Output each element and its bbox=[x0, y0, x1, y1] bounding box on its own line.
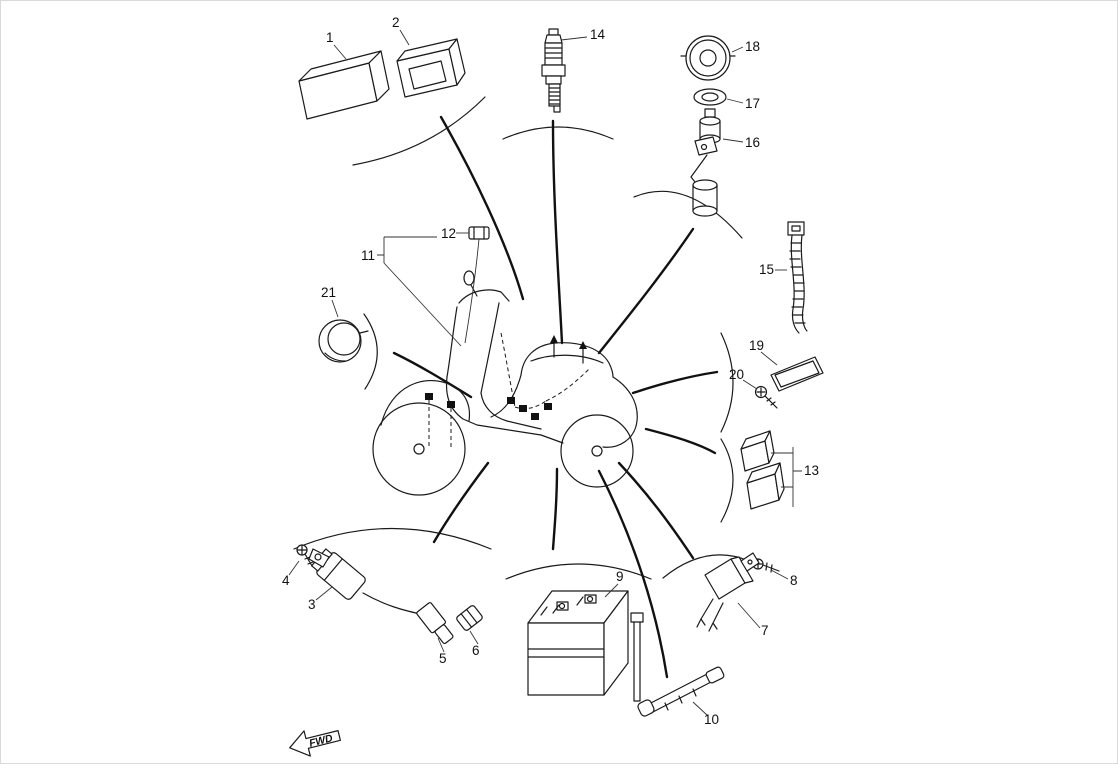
part-17-gasket bbox=[693, 88, 744, 106]
fwd-label: FWD bbox=[308, 732, 335, 750]
zone-divider-arcs bbox=[293, 96, 750, 580]
part-18-fuel-cap bbox=[680, 35, 744, 81]
part-13-relay-assembly bbox=[740, 430, 802, 510]
part-callout-21: 21 bbox=[321, 285, 336, 300]
part-callout-19: 19 bbox=[749, 338, 764, 353]
part-callout-14: 14 bbox=[590, 27, 606, 42]
part-callout-18: 18 bbox=[745, 39, 760, 54]
part-2-unit-cover bbox=[396, 29, 466, 98]
part-14-spark-plug bbox=[541, 28, 588, 113]
part-16-fuel-sender bbox=[690, 108, 744, 217]
part-19-plate bbox=[760, 351, 824, 392]
part-7-flasher-relay bbox=[696, 552, 761, 632]
part-callout-4: 4 bbox=[282, 573, 290, 588]
wire-harness-routing bbox=[425, 332, 590, 449]
part-5-spark-plug-cap bbox=[416, 602, 454, 653]
part-callout-5: 5 bbox=[439, 651, 447, 666]
part-callout-3: 3 bbox=[308, 597, 316, 612]
part-callout-10: 10 bbox=[704, 712, 719, 727]
leader-curves bbox=[392, 115, 719, 679]
part-callout-12: 12 bbox=[441, 226, 456, 241]
part-12-fuse bbox=[456, 226, 490, 240]
part-21-horn bbox=[318, 299, 369, 363]
part-callout-7: 7 bbox=[761, 623, 769, 638]
part-11-wire-harness-callout bbox=[377, 236, 480, 347]
part-callout-13: 13 bbox=[804, 463, 819, 478]
part-10-band bbox=[637, 666, 725, 717]
part-15-band bbox=[775, 221, 808, 334]
scooter-illustration bbox=[372, 270, 638, 496]
part-4-bolt bbox=[288, 544, 314, 576]
fwd-arrow: FWD bbox=[289, 730, 342, 757]
part-callout-9: 9 bbox=[616, 569, 624, 584]
part-1-cdi-unit bbox=[298, 44, 390, 120]
part-20-screw bbox=[742, 379, 778, 409]
part-9-battery bbox=[527, 583, 644, 702]
part-callout-17: 17 bbox=[745, 96, 760, 111]
part-3-ignition-coil bbox=[308, 548, 421, 615]
part-callout-11: 11 bbox=[361, 248, 375, 263]
part-callout-15: 15 bbox=[759, 262, 774, 277]
part-callout-6: 6 bbox=[472, 643, 480, 658]
part-callout-1: 1 bbox=[326, 30, 334, 45]
part-callout-20: 20 bbox=[729, 367, 744, 382]
part-callout-16: 16 bbox=[745, 135, 760, 150]
part-6-boot bbox=[456, 605, 483, 645]
part-callout-2: 2 bbox=[392, 15, 400, 30]
part-callout-8: 8 bbox=[790, 573, 798, 588]
